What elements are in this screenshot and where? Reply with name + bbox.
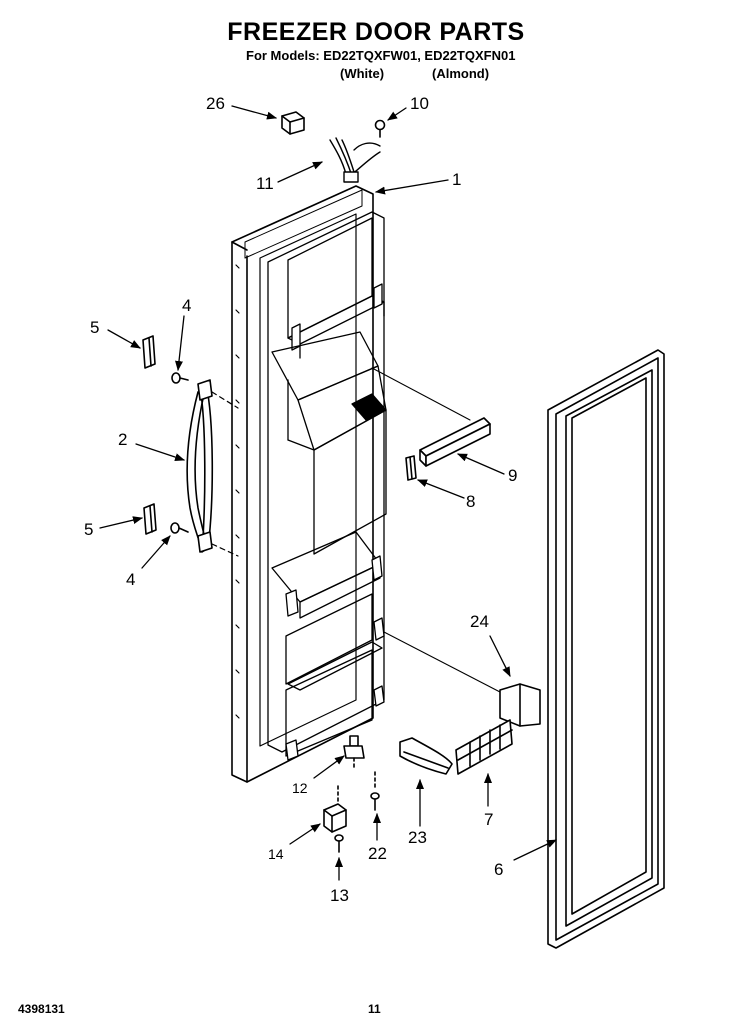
callout-10: 10 bbox=[410, 94, 429, 113]
part-4-lower-screw bbox=[170, 522, 189, 534]
part-13-screw bbox=[334, 834, 344, 853]
callout-1: 1 bbox=[452, 170, 462, 189]
callout-13: 13 bbox=[330, 886, 349, 905]
part-5-upper-handle-cap bbox=[142, 335, 156, 369]
part-11-wire-harness bbox=[329, 137, 381, 183]
callout-5-lower: 5 bbox=[84, 520, 94, 539]
freezer-door-panel bbox=[231, 185, 374, 783]
callout-22: 22 bbox=[368, 844, 387, 863]
part-4-upper-screw bbox=[171, 372, 189, 384]
callout-23: 23 bbox=[408, 828, 427, 847]
part-22-screw bbox=[370, 771, 380, 811]
callout-8: 8 bbox=[466, 492, 476, 511]
callout-4-upper: 4 bbox=[182, 296, 192, 315]
part-12-hinge-pin bbox=[343, 735, 365, 771]
leader-arrows bbox=[99, 105, 557, 881]
part-8-clip bbox=[405, 455, 417, 481]
callout-9: 9 bbox=[508, 466, 518, 485]
part-23-cover bbox=[399, 737, 453, 775]
model-numbers: For Models: ED22TQXFW01, ED22TQXFN01 bbox=[246, 48, 516, 63]
callout-14: 14 bbox=[268, 846, 284, 862]
callout-4-lower: 4 bbox=[126, 570, 136, 589]
part-5-lower-handle-cap bbox=[143, 503, 157, 535]
callout-2: 2 bbox=[118, 430, 128, 449]
part-26-connector bbox=[281, 111, 305, 135]
part-7-slide-rack bbox=[455, 719, 513, 775]
callout-11: 11 bbox=[256, 174, 274, 193]
document-number: 4398131 bbox=[18, 1002, 65, 1016]
door-liner bbox=[267, 211, 387, 761]
part-2-door-handle bbox=[186, 379, 239, 557]
callout-5-upper: 5 bbox=[90, 318, 100, 337]
part-24-bracket bbox=[383, 631, 541, 727]
page-number: 11 bbox=[368, 1002, 381, 1016]
variant-white: (White) bbox=[340, 66, 385, 81]
diagram-title: FREEZER DOOR PARTS bbox=[227, 18, 525, 46]
callout-26: 26 bbox=[206, 94, 225, 113]
door-screw-holes bbox=[235, 264, 240, 719]
callout-7: 7 bbox=[484, 810, 494, 829]
part-10-screw bbox=[374, 119, 386, 138]
callout-12: 12 bbox=[292, 780, 308, 796]
part-6-door-gasket bbox=[547, 349, 665, 949]
variant-almond: (Almond) bbox=[432, 66, 490, 81]
callout-24: 24 bbox=[470, 612, 489, 631]
part-14-hinge-block bbox=[323, 785, 347, 833]
part-9-dispenser-trim bbox=[371, 367, 491, 467]
callout-6: 6 bbox=[494, 860, 504, 879]
